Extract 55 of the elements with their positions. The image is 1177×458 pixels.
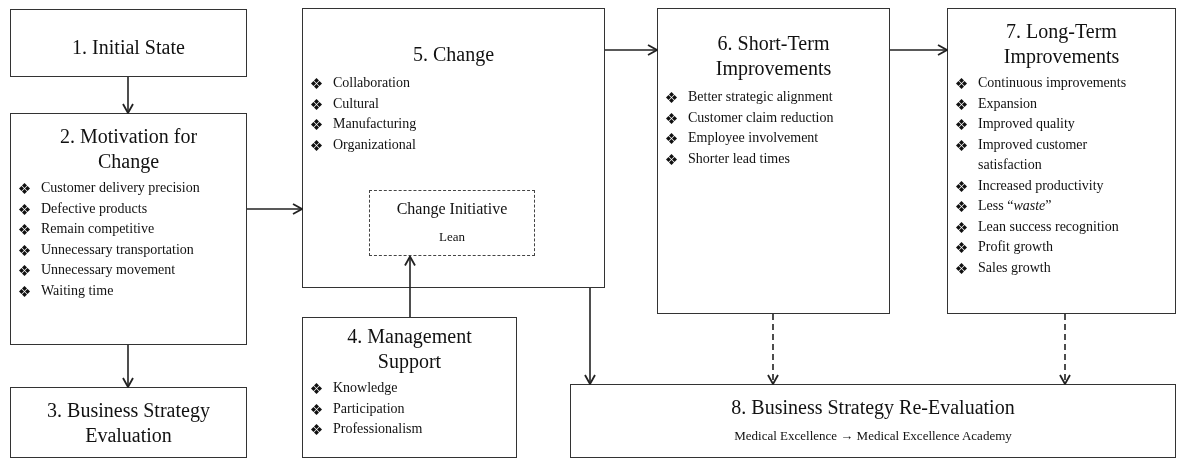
box-title: 7. Long-Term Improvements	[1002, 19, 1121, 69]
bullet-text: Increased productivity	[978, 177, 1104, 193]
bullet-text: Remain competitive	[41, 221, 155, 236]
box-text: Lean	[438, 229, 466, 245]
box-text: Medical Excellence → Medical Excellence Academy	[733, 428, 1013, 444]
process-box	[657, 8, 890, 314]
process-box	[947, 8, 1176, 314]
box-title: 3. Business Strategy Evaluation	[46, 398, 211, 448]
bullet-text: Sales growth	[978, 259, 1051, 275]
arrow	[122, 76, 134, 114]
arrow	[604, 44, 658, 56]
arrow	[584, 287, 596, 385]
arrow	[889, 44, 948, 56]
box-title: 6. Short-Term Improvements	[714, 31, 833, 81]
process-box	[302, 317, 517, 458]
arrow	[122, 344, 134, 388]
bullet-text: Better strategic alignment	[688, 89, 833, 104]
bullet-text: Improved quality	[978, 116, 1075, 131]
process-box	[10, 9, 247, 77]
arrow	[404, 255, 416, 318]
bullet-text: Unnecessary transportation	[41, 241, 194, 257]
bullet-text: Participation	[333, 400, 405, 416]
process-box	[302, 8, 605, 288]
bullet-text: Shorter lead times	[688, 150, 790, 166]
box-title: 4. Management Support	[346, 324, 473, 374]
bullet-text: Professionalism	[333, 421, 423, 436]
dashed-arrow	[1059, 313, 1071, 385]
box-title: 8. Business Strategy Re-Evaluation	[730, 395, 1016, 420]
process-box	[10, 387, 247, 458]
box-title: 1. Initial State	[71, 35, 186, 60]
bullet-text: Collaboration	[333, 75, 410, 90]
arrow	[246, 203, 303, 215]
bullet-text: Cultural	[333, 95, 379, 111]
bullet-text: Defective products	[41, 200, 148, 216]
process-box	[10, 113, 247, 345]
bullet-text: Waiting time	[41, 282, 114, 298]
bullet-text: Manufacturing	[333, 116, 417, 131]
box-title: Change Initiative	[395, 199, 509, 219]
bullet-text: Expansion	[978, 95, 1038, 111]
bullet-text: Continuous improvements	[978, 75, 1127, 90]
bullet-text: Less “waste”	[978, 198, 1052, 213]
bullet-text: Unnecessary movement	[41, 262, 176, 277]
bullet-text: Organizational	[333, 136, 416, 152]
box-title: 5. Change	[411, 42, 496, 67]
bullet-text: Lean success recognition	[978, 218, 1119, 234]
dashed-box	[369, 190, 535, 256]
bullet-text: Customer claim reduction	[688, 109, 834, 125]
bullet-text: Knowledge	[333, 380, 398, 395]
box-title: 2. Motivation for Change	[58, 124, 199, 174]
process-box	[570, 384, 1176, 458]
dashed-arrow	[767, 313, 779, 385]
bullet-text: Employee involvement	[688, 130, 819, 145]
bullet-text: Improved customer satisfaction	[978, 136, 1088, 172]
bullet-text: Customer delivery precision	[41, 180, 200, 195]
bullet-text: Profit growth	[978, 239, 1054, 254]
